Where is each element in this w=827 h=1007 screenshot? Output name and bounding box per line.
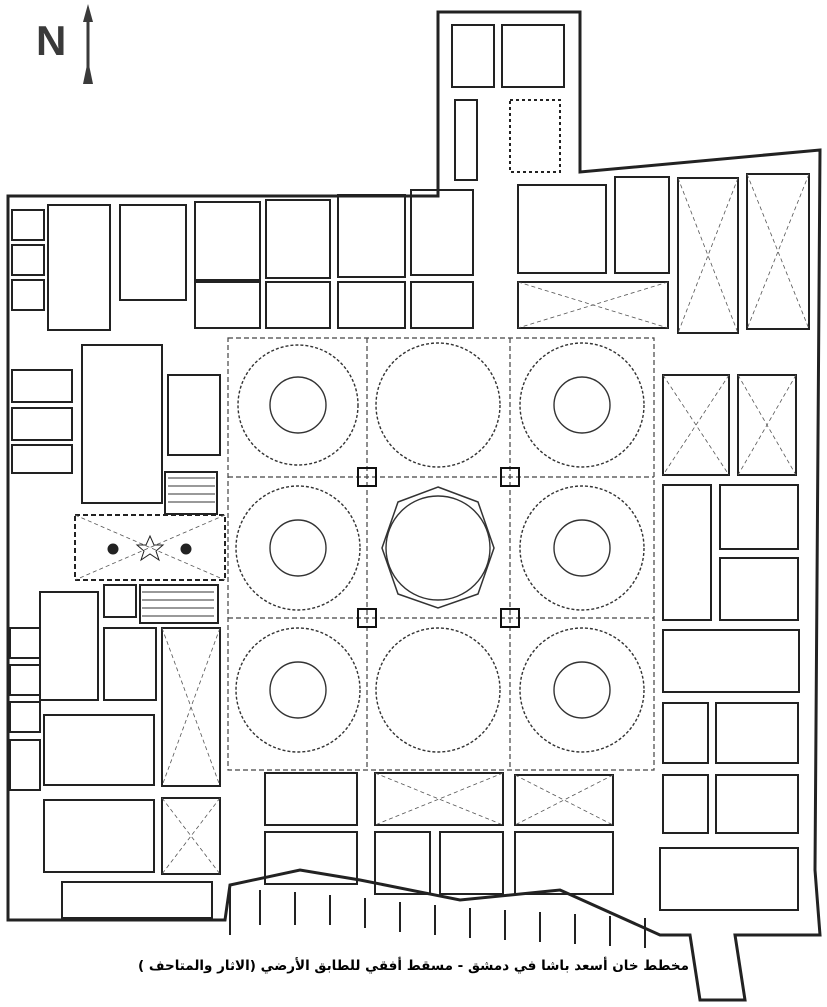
room — [161, 627, 221, 787]
room — [439, 831, 504, 895]
courtyard — [227, 337, 655, 771]
room — [11, 369, 73, 403]
dome — [235, 485, 361, 611]
pier — [500, 467, 520, 487]
room — [337, 281, 406, 329]
room — [61, 881, 213, 919]
plan-caption: مخطط خان أسعد باشا في دمشق - مسقط أفقي ل… — [138, 958, 689, 974]
room — [43, 714, 155, 786]
room — [410, 281, 474, 329]
room — [614, 176, 670, 274]
room — [11, 407, 73, 441]
dome — [237, 344, 359, 466]
room — [659, 847, 799, 911]
pier — [357, 467, 377, 487]
room — [119, 204, 187, 301]
room — [517, 281, 669, 329]
room — [737, 374, 797, 476]
room — [662, 774, 709, 834]
room — [139, 584, 219, 624]
pier — [357, 608, 377, 628]
room — [410, 189, 474, 276]
room — [11, 444, 73, 474]
room — [11, 279, 45, 311]
annex-room — [509, 99, 561, 173]
room — [514, 774, 614, 826]
room — [11, 209, 45, 241]
north-arrow-icon — [83, 4, 93, 84]
room — [9, 627, 41, 659]
room — [337, 194, 406, 278]
room — [9, 739, 41, 791]
dome — [519, 627, 645, 753]
room — [746, 173, 810, 330]
dome — [235, 627, 361, 753]
outer-wall — [6, 10, 822, 1002]
shop-walls — [229, 885, 646, 948]
central-oculus — [381, 486, 495, 609]
room — [719, 557, 799, 621]
dome — [519, 342, 645, 468]
north-label: N — [36, 17, 67, 64]
room — [662, 702, 709, 764]
room — [374, 831, 431, 895]
room — [74, 514, 226, 581]
room — [11, 244, 45, 276]
room — [9, 664, 41, 696]
annex-room — [451, 24, 495, 88]
room — [167, 374, 221, 456]
room — [265, 199, 331, 279]
dome — [519, 485, 645, 611]
dome — [375, 342, 501, 468]
room — [715, 774, 799, 834]
room — [81, 344, 163, 504]
room — [662, 484, 712, 621]
annex-room — [501, 24, 565, 88]
room — [662, 629, 800, 693]
room — [514, 831, 614, 895]
room — [103, 627, 157, 701]
room — [265, 281, 331, 329]
room — [374, 772, 504, 826]
room — [677, 177, 739, 334]
dome — [375, 627, 501, 753]
room — [43, 799, 155, 873]
room — [161, 797, 221, 875]
room — [264, 772, 358, 826]
room — [719, 484, 799, 550]
room — [715, 702, 799, 764]
annex-room — [454, 99, 478, 181]
room — [517, 184, 607, 274]
room — [47, 204, 111, 331]
pier — [500, 608, 520, 628]
room — [194, 281, 261, 329]
room — [194, 201, 261, 281]
room — [103, 584, 137, 618]
room — [264, 831, 358, 885]
room — [9, 701, 41, 733]
room — [39, 591, 99, 701]
room — [662, 374, 730, 476]
